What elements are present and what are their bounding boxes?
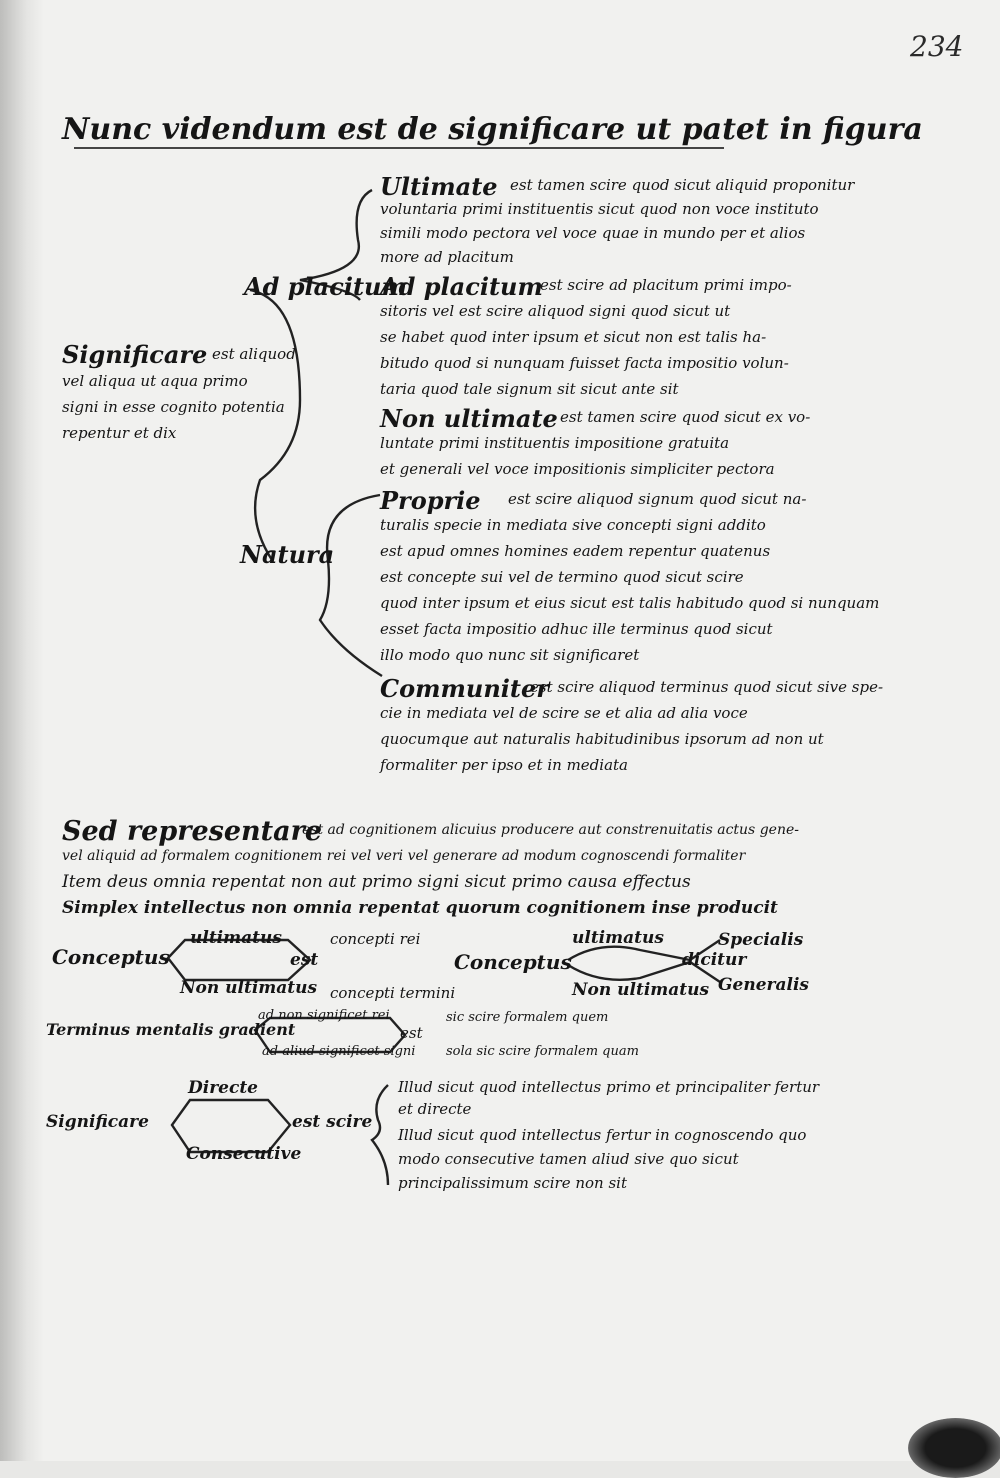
ultimate-line-1: est tamen scire quod sicut aliquid propo…	[510, 176, 855, 194]
proprie-line-7: illo modo quo nunc sit significaret	[380, 646, 640, 664]
significare-def-2: vel aliqua ut aqua primo	[62, 372, 248, 390]
terminus-down-text: sola sic scire formalem quam	[446, 1044, 639, 1059]
heading-underline	[74, 147, 724, 149]
conceptus1-lower: Non ultimatus	[180, 978, 318, 998]
terminus-up-text: sic scire formalem quem	[446, 1010, 609, 1025]
adplacitum-branch: Ad placitum	[244, 272, 407, 301]
significare-def-4: repentur et dix	[62, 424, 177, 442]
conceptus1-mid: est	[290, 950, 319, 970]
adplacitum-line-2: sitoris vel est scire aliquod signi quod…	[380, 302, 731, 320]
nonultimate-label: Non ultimate	[380, 404, 558, 433]
nonultimate-line-3: et generali vel voce impositionis simpli…	[380, 460, 775, 478]
simplex-intellectus: Simplex intellectus non omnia repentat q…	[62, 898, 778, 918]
adplacitum-line-3: se habet quod inter ipsum et sicut non e…	[380, 328, 767, 346]
terminus-root: Terminus mentalis gradient	[46, 1020, 296, 1039]
significare2-upper: Directe	[188, 1078, 258, 1098]
conceptus1-up-text: concepti rei	[330, 930, 421, 948]
terminus-mid: est	[400, 1024, 423, 1042]
item-deus: Item deus omnia repentat non aut primo s…	[62, 872, 691, 892]
ink-blot	[908, 1418, 1000, 1478]
significare2-root: Significare	[46, 1112, 149, 1132]
conceptus2-upper: ultimatus	[572, 928, 664, 948]
page-heading: Nunc videndum est de significare ut pate…	[62, 112, 923, 147]
significare2-line-4: modo consecutive tamen aliud sive quo si…	[398, 1150, 739, 1168]
natura-branch: Natura	[240, 540, 335, 569]
sed-representare-label: Sed representare	[62, 816, 323, 847]
significare-def-3: signi in esse cognito potentia	[62, 398, 285, 416]
ultimate-line-3: simili modo pectora vel voce quae in mun…	[380, 224, 806, 242]
conceptus2-general: Generalis	[718, 975, 809, 995]
proprie-line-4: est concepte sui vel de termino quod sic…	[380, 568, 744, 586]
ultimate-line-2: voluntaria primi instituentis sicut quod…	[380, 200, 819, 218]
adplacitum-label: Ad placitum	[380, 272, 543, 301]
conceptus2-lower: Non ultimatus	[572, 980, 710, 1000]
proprie-line-3: est apud omnes homines eadem repentur qu…	[380, 542, 771, 560]
adplacitum-line-5: taria quod tale signum sit sicut ante si…	[380, 380, 679, 398]
conceptus1-upper: ultimatus	[190, 928, 282, 948]
significare-root: Significare	[62, 340, 208, 369]
ultimate-line-4: more ad placitum	[380, 248, 514, 266]
adplacitum-line-1: est scire ad placitum primi impo-	[540, 276, 792, 294]
significare2-line-2: et directe	[398, 1100, 472, 1118]
proprie-label: Proprie	[380, 486, 481, 515]
significare2-line-3: Illud sicut quod intellectus fertur in c…	[398, 1126, 807, 1144]
terminus-lower: ad aliud significet signi	[262, 1044, 416, 1059]
communiter-line-3: quocumque aut naturalis habitudinibus ip…	[380, 730, 824, 748]
significare2-mid: est scire	[292, 1112, 373, 1132]
sed-line-2: vel aliquid ad formalem cognitionem rei …	[62, 848, 746, 864]
binding-fold	[0, 0, 44, 1461]
ultimate-label: Ultimate	[380, 172, 498, 201]
proprie-line-6: esset facta impositio adhuc ille terminu…	[380, 620, 773, 638]
conceptus1-root: Conceptus	[52, 945, 170, 969]
significare-def-1: est aliquod	[212, 345, 296, 363]
conceptus2-mid: dicitur	[682, 950, 747, 970]
proprie-line-5: quod inter ipsum et eius sicut est talis…	[380, 594, 880, 612]
communiter-line-2: cie in mediata vel de scire se et alia a…	[380, 704, 748, 722]
communiter-label: Communiter	[380, 674, 549, 703]
nonultimate-line-2: luntate primi instituentis impositione g…	[380, 434, 730, 452]
conceptus2-special: Specialis	[718, 930, 804, 950]
conceptus2-root: Conceptus	[454, 950, 572, 974]
significare2-line-1: Illud sicut quod intellectus primo et pr…	[398, 1078, 820, 1096]
significare2-line-5: principalissimum scire non sit	[398, 1174, 627, 1192]
proprie-line-2: turalis specie in mediata sive concepti …	[380, 516, 766, 534]
nonultimate-line-1: est tamen scire quod sicut ex vo-	[560, 408, 811, 426]
significare2-lower: Consecutive	[186, 1144, 302, 1164]
sed-line-1: est ad cognitionem alicuius producere au…	[302, 822, 799, 838]
communiter-line-1: est scire aliquod terminus quod sicut si…	[530, 678, 884, 696]
folio-number: 234	[910, 30, 964, 63]
conceptus1-down-text: concepti termini	[330, 984, 456, 1002]
terminus-upper: ad non significet rei	[258, 1008, 390, 1023]
adplacitum-line-4: bitudo quod si nunquam fuisset facta imp…	[380, 354, 789, 372]
communiter-line-4: formaliter per ipso et in mediata	[380, 756, 628, 774]
proprie-line-1: est scire aliquod signum quod sicut na-	[508, 490, 807, 508]
